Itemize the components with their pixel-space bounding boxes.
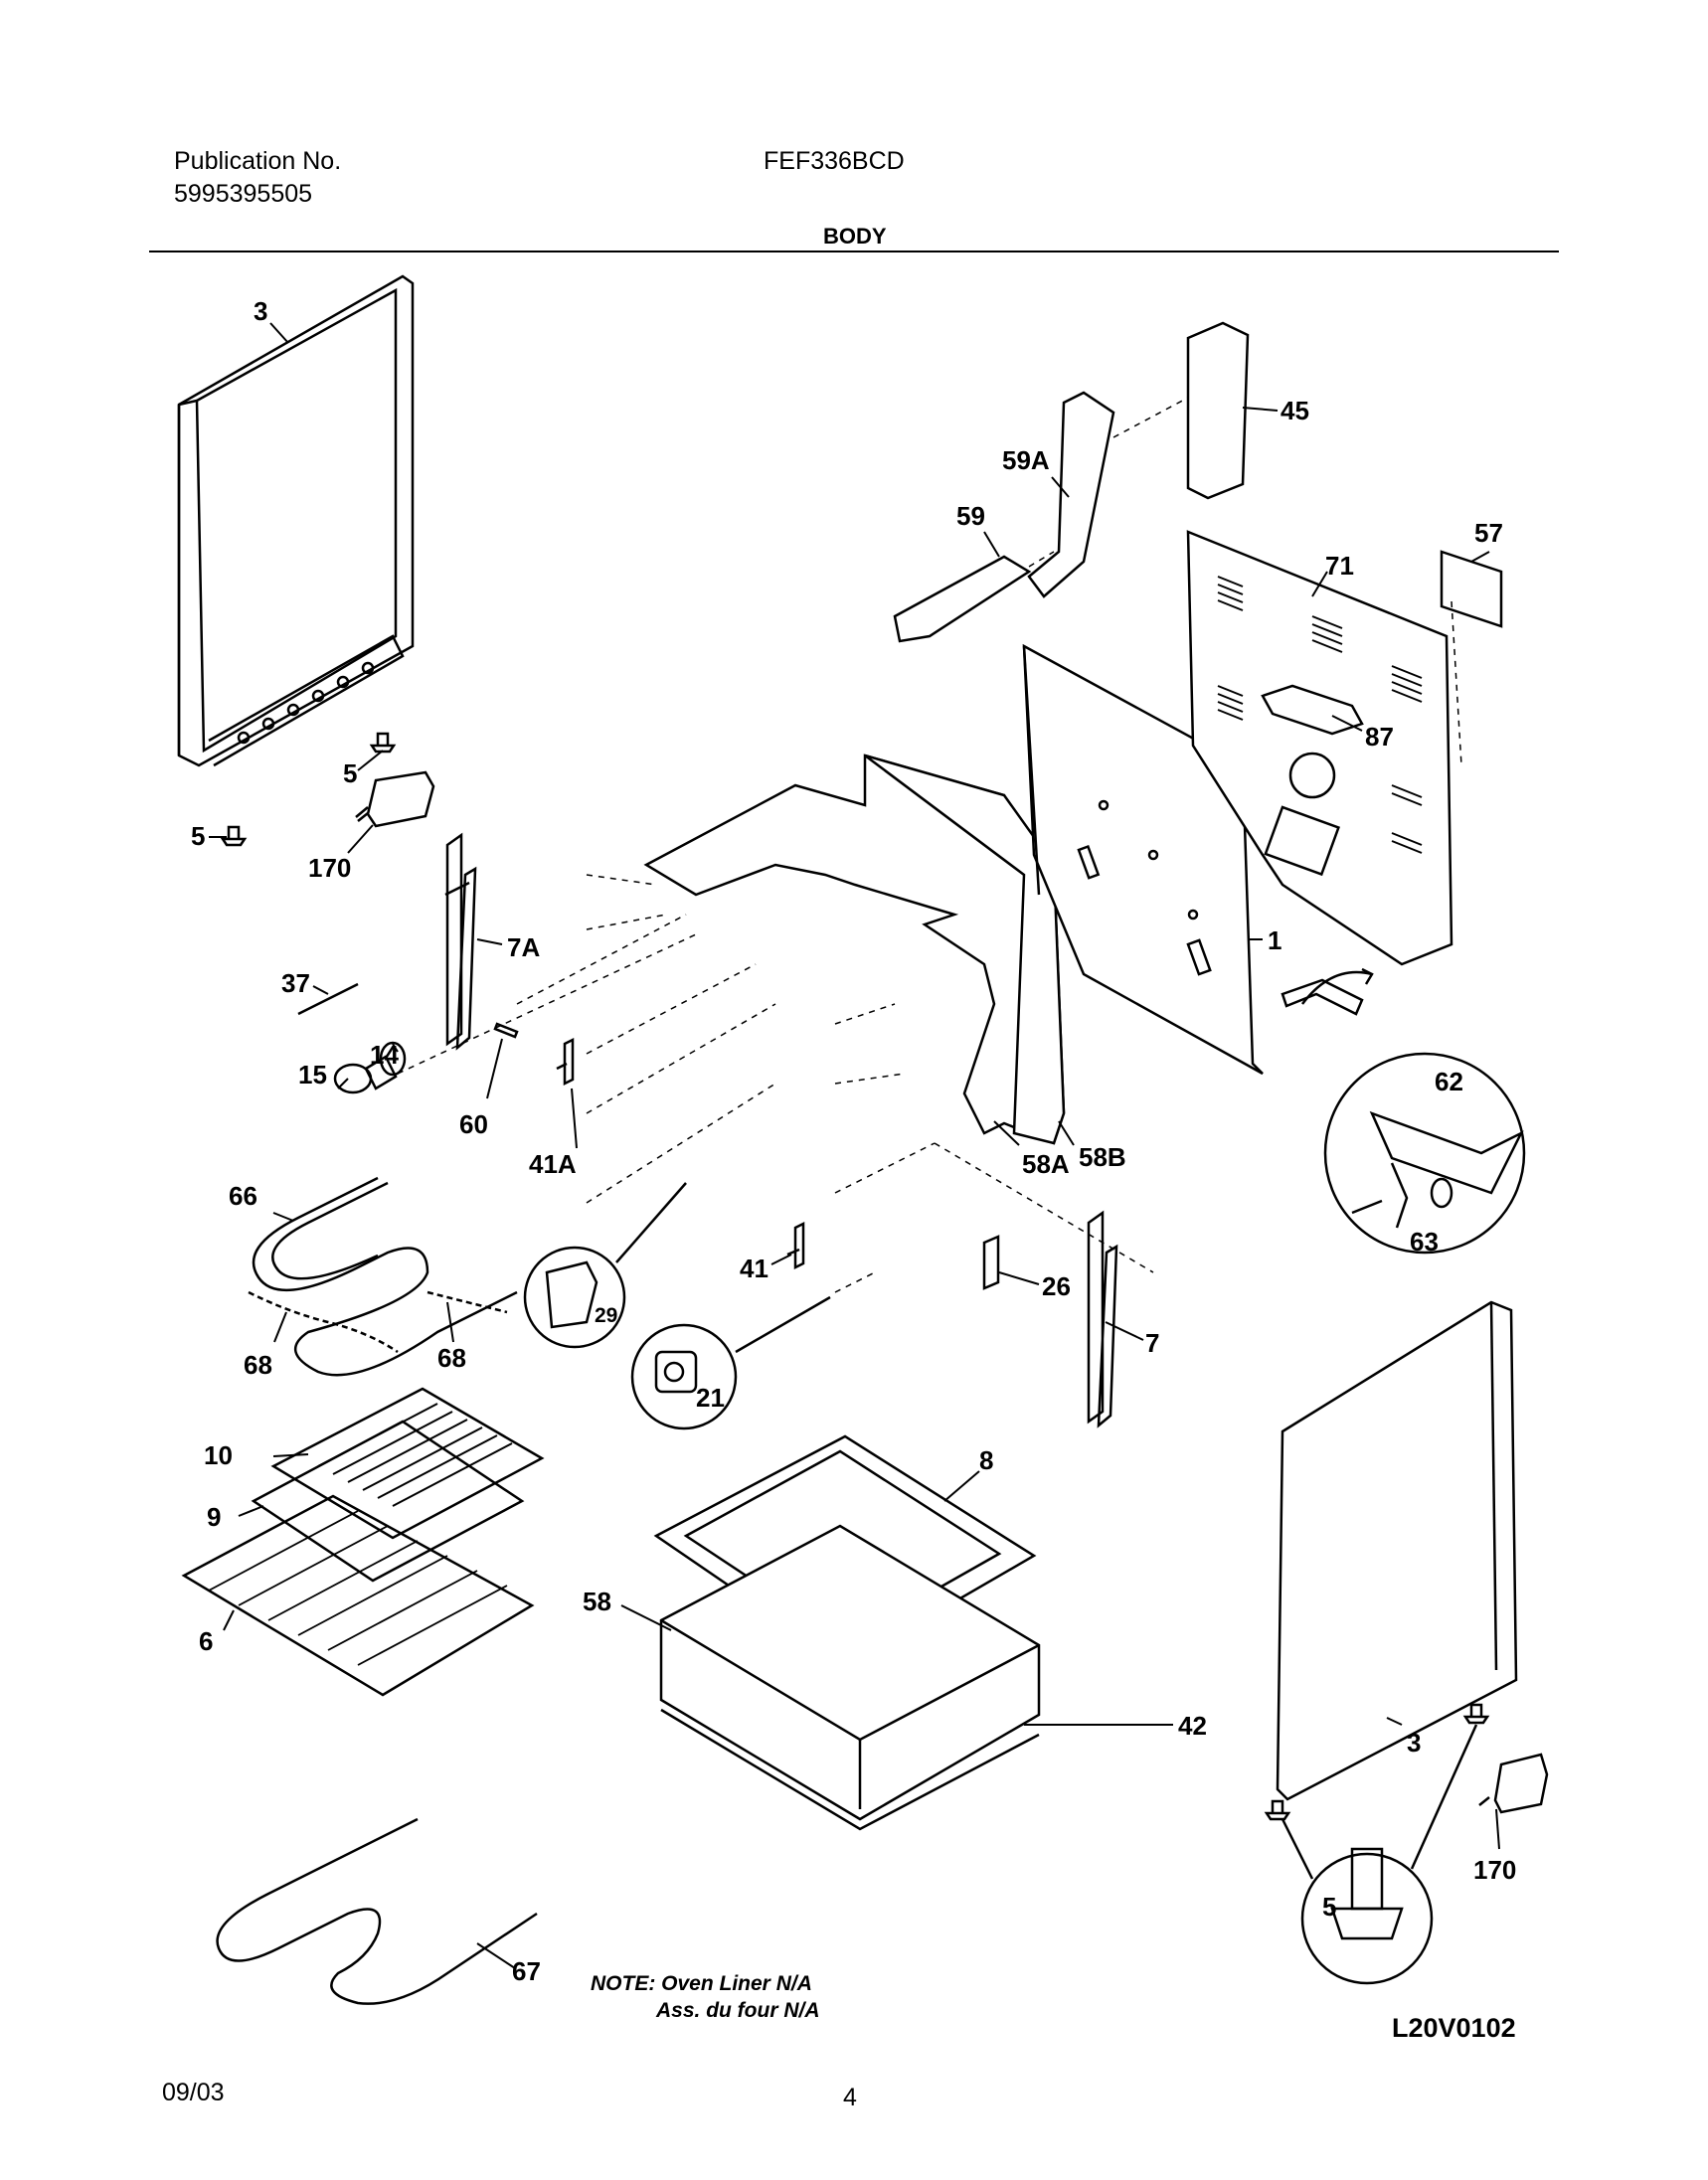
diagram-code: L20V0102	[1392, 2013, 1516, 2043]
callout-42-drawer-bottom: 42	[1178, 1711, 1207, 1741]
anti-tip-bracket-left-drawing	[355, 770, 435, 828]
callout-68-right-wire: 68	[437, 1343, 466, 1373]
callout-9-broil-pan: 9	[207, 1502, 221, 1532]
publication-number: 5995395505	[174, 180, 313, 208]
callout-7-door-hinge: 7	[1145, 1328, 1159, 1358]
footer-page-number: 4	[843, 2084, 857, 2111]
callout-5-lower-screw: 5	[191, 821, 205, 851]
model-number: FEF336BCD	[764, 147, 905, 175]
callout-leader-lines	[209, 322, 1500, 1969]
light-wire-drawing	[297, 982, 359, 1016]
callout-59a-vent-duct: 59A	[1002, 445, 1050, 475]
detail-circle-5-drawing	[1281, 1724, 1478, 1985]
leveling-screw-drawings	[220, 732, 397, 847]
callout-63: 63	[1410, 1227, 1439, 1257]
callout-37-light-wire: 37	[281, 968, 310, 998]
callout-62: 62	[1435, 1067, 1463, 1096]
anti-tip-bracket-right-drawing	[1478, 1753, 1549, 1814]
callout-57: 57	[1474, 518, 1503, 548]
callout-66-broil-element: 66	[229, 1181, 257, 1211]
detail-circle-29-drawing	[523, 1182, 687, 1349]
callout-58a-front-frame: 58A	[1022, 1149, 1070, 1179]
part-57-drawing	[1440, 550, 1503, 628]
callout-5-upper-screw: 5	[343, 758, 357, 788]
part-41a-drawing	[556, 1037, 575, 1087]
callout-labels: 3 5 5 170 7A 37 15 14 60 41A 66 68 68 29…	[191, 296, 1516, 1986]
callout-5-detail-screw: 5	[1322, 1892, 1336, 1922]
callout-3-right-side-panel: 3	[1407, 1728, 1421, 1758]
callout-60: 60	[459, 1109, 488, 1139]
wire-68-left-drawing	[248, 1290, 399, 1354]
vent-box-drawing	[1186, 321, 1250, 500]
callout-3-left-side-panel: 3	[254, 296, 267, 326]
callout-14-light-socket: 14	[370, 1040, 399, 1070]
detail-circle-21-drawing	[630, 1295, 831, 1430]
callout-26: 26	[1042, 1271, 1071, 1301]
section-title: BODY	[823, 224, 887, 249]
callout-29: 29	[595, 1304, 617, 1327]
callout-41: 41	[740, 1254, 769, 1283]
footer-date: 09/03	[162, 2079, 225, 2106]
bake-element-drawing	[216, 1817, 538, 2005]
callout-87: 87	[1365, 722, 1394, 752]
oven-rack-drawing	[181, 1494, 535, 1697]
screw-right-drawing	[1462, 1703, 1490, 1725]
vent-duct-drawing	[1027, 391, 1115, 598]
publication-label: Publication No.	[174, 147, 342, 175]
door-hinge-7a-drawing	[444, 832, 477, 1051]
back-cover-drawing	[1186, 530, 1453, 966]
oven-light-drawing	[333, 1041, 407, 1094]
callout-68-left-wire: 68	[244, 1350, 272, 1380]
part-drawings	[177, 274, 1549, 2005]
callout-58-drawer-box: 58	[583, 1587, 611, 1616]
callout-59-vent-duct: 59	[956, 501, 985, 531]
part-41-drawing	[786, 1221, 805, 1270]
assembly-guide-lines	[397, 397, 1462, 1293]
vent-duct-lower-drawing	[893, 555, 1032, 643]
detail-circle-62-63-drawing	[1301, 967, 1526, 1255]
callout-41a: 41A	[529, 1149, 577, 1179]
callout-7a-door-hinge: 7A	[507, 932, 540, 962]
header-rule	[149, 251, 1559, 252]
callout-21: 21	[696, 1383, 725, 1413]
broil-element-drawing	[252, 1176, 518, 1377]
wire-68-right-drawing	[427, 1290, 508, 1314]
left-side-panel-drawing	[177, 274, 415, 767]
part-26-drawing	[982, 1235, 1000, 1290]
callout-10-broil-pan-grid: 10	[204, 1440, 233, 1470]
callout-15-light-bulb: 15	[298, 1060, 327, 1090]
oven-liner-note-line1: NOTE: Oven Liner N/A	[591, 1972, 812, 1995]
storage-drawer-drawing	[653, 1434, 1041, 1831]
screw-right-lower-drawing	[1264, 1799, 1291, 1821]
callout-170-left-bracket: 170	[308, 853, 351, 883]
callout-170-right-bracket: 170	[1473, 1855, 1516, 1885]
right-side-panel-drawing	[1276, 1300, 1518, 1801]
front-frame-drawing	[643, 754, 1066, 1145]
callout-1-back-panel: 1	[1268, 925, 1281, 955]
oven-liner-note-line2: Ass. du four N/A	[656, 1999, 820, 2022]
callout-6-oven-rack: 6	[199, 1626, 213, 1656]
part-87-drawing	[1261, 684, 1364, 736]
callout-71-back-cover: 71	[1325, 551, 1354, 581]
callout-8-drawer: 8	[979, 1445, 993, 1475]
callout-45-vent-box: 45	[1281, 396, 1309, 425]
door-hinge-7-drawing	[1087, 1210, 1118, 1428]
callout-58b-front-frame: 58B	[1079, 1142, 1126, 1172]
part-terminal-block-drawing	[1281, 978, 1364, 1016]
callout-67-bake-element: 67	[512, 1956, 541, 1986]
